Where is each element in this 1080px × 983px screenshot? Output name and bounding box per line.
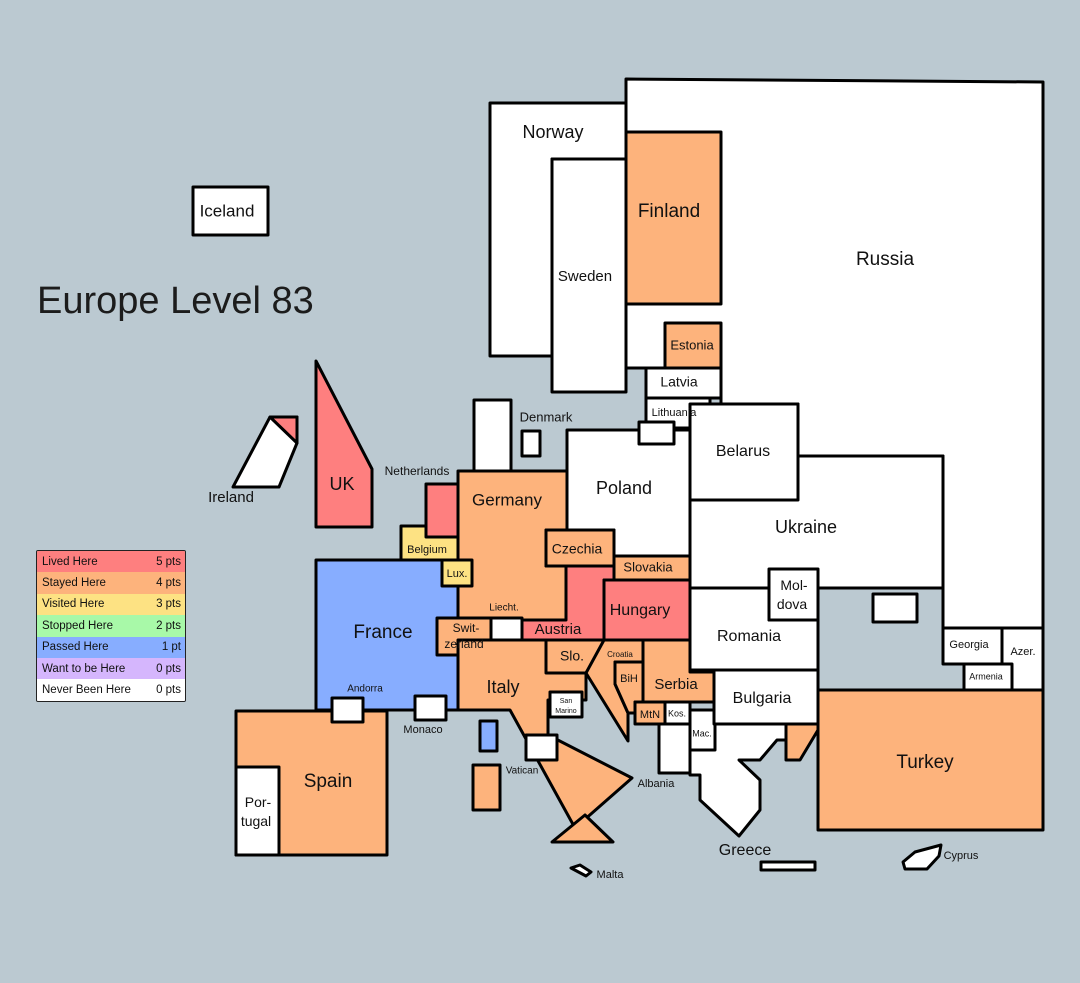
country-belarus[interactable] [688, 402, 800, 502]
legend-points: 2 pts [156, 619, 181, 632]
country-albania[interactable] [657, 722, 692, 775]
legend-points: 4 pts [156, 577, 181, 590]
country-istanbul[interactable] [784, 722, 820, 762]
country-sicily[interactable] [550, 813, 615, 844]
country-san-marino[interactable] [548, 690, 584, 719]
label-cyprus: Cyprus [944, 850, 979, 862]
label-monaco: Monaco [403, 724, 442, 736]
country-malta[interactable] [569, 863, 593, 878]
country-denmark-island[interactable] [520, 429, 542, 458]
country-iceland[interactable] [191, 185, 270, 237]
country-azerbaijan[interactable] [1000, 626, 1045, 692]
country-sardinia[interactable] [471, 763, 502, 812]
country-kosovo[interactable] [663, 700, 692, 726]
country-northern-ireland[interactable] [268, 415, 299, 445]
legend-label: Passed Here [42, 641, 109, 654]
country-latvia[interactable] [644, 366, 723, 400]
country-crete[interactable] [759, 860, 817, 872]
country-netherlands[interactable] [424, 482, 460, 539]
country-kaliningrad[interactable] [637, 420, 676, 446]
country-montenegro[interactable] [633, 700, 667, 726]
label-vatican: Vatican [506, 766, 539, 777]
legend-points: 5 pts [156, 555, 181, 568]
country-czechia[interactable] [544, 528, 616, 568]
country-corsica[interactable] [478, 719, 499, 753]
country-liechtenstein[interactable] [489, 616, 524, 642]
country-hungary[interactable] [602, 578, 692, 642]
country-crimea[interactable] [871, 592, 919, 624]
country-denmark[interactable] [472, 398, 513, 473]
country-monaco[interactable] [413, 694, 448, 722]
country-moldova[interactable] [767, 567, 820, 622]
label-albania: Albania [638, 778, 676, 790]
legend-label: Stayed Here [42, 577, 106, 590]
country-georgia[interactable] [941, 626, 1004, 666]
legend-points: 0 pts [156, 662, 181, 675]
legend-row: Visited Here 3 pts [37, 593, 185, 616]
country-estonia[interactable] [663, 321, 723, 370]
label-greece: Greece [719, 842, 772, 859]
legend-row: Stopped Here 2 pts [37, 615, 185, 637]
legend-row: Never Been Here 0 pts [37, 679, 185, 701]
label-malta: Malta [597, 869, 625, 881]
page-title: Europe Level 83 [37, 280, 314, 322]
label-denmark: Denmark [520, 409, 573, 424]
legend-label: Never Been Here [42, 684, 131, 697]
legend-row: Stayed Here 4 pts [37, 572, 185, 594]
country-slovakia[interactable] [612, 554, 692, 582]
legend-points: 1 pt [161, 641, 181, 654]
country-macedonia[interactable] [688, 708, 717, 752]
legend-row: Passed Here 1 pt [37, 636, 185, 658]
country-finland[interactable] [624, 130, 723, 306]
country-andorra[interactable] [330, 696, 365, 724]
country-bulgaria[interactable] [712, 668, 820, 726]
legend-label: Visited Here [42, 598, 105, 611]
legend-label: Want to be Here [42, 662, 126, 675]
legend-points: 3 pts [156, 598, 181, 611]
legend-row: Want to be Here 0 pts [37, 657, 185, 680]
country-cyprus[interactable] [901, 843, 943, 871]
country-uk[interactable] [314, 359, 374, 529]
label-netherlands: Netherlands [385, 464, 450, 478]
country-luxembourg[interactable] [440, 558, 474, 588]
country-portugal[interactable] [234, 765, 281, 857]
legend-row: Lived Here 5 pts [37, 551, 185, 573]
country-armenia[interactable] [962, 662, 1014, 692]
country-sweden[interactable] [550, 157, 628, 394]
legend-label: Stopped Here [42, 619, 113, 632]
legend-points: 0 pts [156, 684, 181, 697]
label-ireland: Ireland [208, 489, 254, 506]
country-turkey[interactable] [816, 688, 1045, 832]
legend-label: Lived Here [42, 555, 98, 568]
country-vatican[interactable] [524, 733, 559, 762]
